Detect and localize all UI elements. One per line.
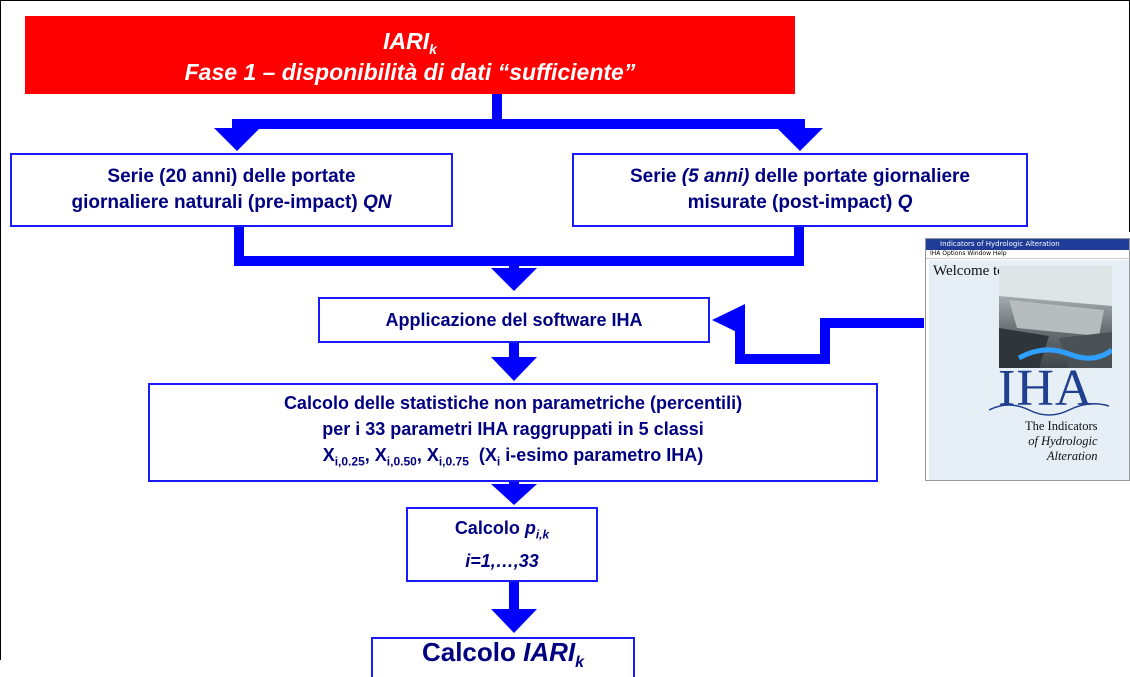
box-left-line2: giornaliere naturali (pre-impact) QN	[72, 190, 392, 216]
arrow-software-up-stem	[735, 318, 745, 364]
cover-dam-photo	[999, 266, 1114, 368]
box-left-variable: QN	[362, 192, 392, 213]
arrow-software-horizontal-top	[820, 318, 924, 328]
title-banner: IARIk Fase 1 – disponibilità di dati “su…	[25, 16, 795, 94]
cover-window-menubar: IHA Options Window Help	[926, 250, 1129, 259]
box-right-line2: misurate (post-impact) Q	[630, 190, 970, 216]
cover-wave-line	[989, 403, 1110, 416]
box-iari-variable: IARI	[523, 637, 576, 668]
box-iari-calculation: Calcolo IARIk	[371, 637, 635, 677]
stat-x-075-sub: i,0.75	[438, 454, 469, 469]
box-p-variable: p	[524, 518, 536, 539]
stat-paren-sub: i	[496, 454, 501, 469]
box-iha-label: Applicazione del software IHA	[385, 310, 643, 330]
box-iha-software: Applicazione del software IHA	[318, 297, 710, 343]
box-iari-variable-sub: k	[575, 654, 585, 672]
stat-paren-x: X	[484, 445, 497, 466]
arrow-merge-left-stem	[234, 227, 244, 262]
arrow-software-vertical	[820, 318, 830, 364]
title-subtitle: Fase 1 – disponibilità di dati “sufficie…	[184, 59, 636, 85]
box-left-line1: Serie (20 anni) delle portate	[107, 166, 356, 187]
cover-caption: The Indicators of Hydrologic Alteration	[1025, 419, 1098, 464]
dam-image	[999, 266, 1114, 368]
arrow-p-stem	[509, 582, 519, 612]
box-right-line1-italic: (5 anni)	[681, 166, 750, 187]
arrow-right-stem	[795, 119, 805, 131]
box-right-line1-pre: Serie	[630, 166, 682, 187]
box-iari-text: Calcolo IARIk	[422, 639, 584, 676]
stat-x-050-sub: i,0.50	[386, 454, 417, 469]
cover-window-titlebar: Indicators of Hydrologic Alteration	[926, 239, 1129, 250]
arrow-left-head	[214, 128, 260, 151]
box-right-variable: Q	[897, 192, 913, 213]
box-right-line1: Serie (5 anni) delle portate giornaliere	[630, 164, 970, 190]
box-percentile-statistics: Calcolo delle statistiche non parametric…	[148, 383, 878, 482]
box-p-variable-sub: i,k	[535, 527, 550, 542]
box-stats-line2: per i 33 parametri IHA raggruppati in 5 …	[322, 419, 704, 440]
cover-content: Welcome to IHA The Indicators of Hydrolo…	[929, 260, 1129, 480]
arrow-right-head	[777, 128, 823, 151]
arrow-merge-down-stem	[509, 256, 519, 272]
frame-top-border	[0, 0, 1130, 1]
box-right-line1-post: delle portate giornaliere	[749, 166, 970, 187]
box-p-line1: Calcolo pi,k	[455, 515, 549, 548]
arrow-stats-head	[491, 484, 537, 505]
box-stats-line1: Calcolo delle statistiche non parametric…	[283, 393, 743, 414]
cover-caption-line3: Alteration	[1046, 449, 1098, 463]
box-iari-label: Calcolo	[421, 637, 524, 668]
box-p-calculation: Calcolo pi,k i=1,…,33	[406, 507, 598, 582]
arrow-p-head	[491, 609, 537, 633]
arrow-left-stem	[232, 119, 242, 131]
stat-x-050: X	[374, 445, 387, 466]
arrow-title-stem	[492, 94, 502, 124]
flow-arrows	[214, 94, 924, 633]
stat-x-075: X	[426, 445, 439, 466]
cover-welcome-text: Welcome to	[933, 263, 1005, 279]
iha-software-cover: Indicators of Hydrologic Alteration IHA …	[925, 238, 1130, 481]
box-p-label: Calcolo	[454, 518, 525, 539]
frame-left-border	[0, 0, 1, 660]
arrow-software-horizontal-bottom	[735, 354, 830, 364]
arrow-merge-down-head	[491, 268, 537, 291]
title-heading: IARIk	[25, 28, 795, 62]
arrow-software-head	[712, 304, 745, 336]
cover-caption-line2: of Hydrologic	[1028, 434, 1098, 448]
arrow-title-split-bar	[232, 119, 800, 129]
box-left-line2-text: giornaliere naturali (pre-impact)	[71, 192, 363, 213]
box-natural-flow-series: Serie (20 anni) delle portate giornalier…	[10, 153, 453, 227]
box-measured-flow-series: Serie (5 anni) delle portate giornaliere…	[572, 153, 1028, 227]
stat-paren-text: i-esimo parametro IHA)	[500, 445, 704, 466]
cover-caption-line1: The Indicators	[1025, 419, 1098, 433]
stat-x-025: X	[322, 445, 335, 466]
arrow-merge-right-stem	[794, 227, 804, 262]
box-p-range: i=1,…,33	[465, 550, 539, 571]
title-name: IARI	[383, 28, 430, 54]
box-stats-line3: Xi,0.25, Xi,0.50, Xi,0.75 (Xi i-esimo pa…	[322, 445, 704, 469]
stat-x-025-sub: i,0.25	[334, 454, 365, 469]
arrow-iha-stem	[509, 343, 519, 361]
arrow-iha-head	[491, 357, 537, 381]
box-right-line2-text: misurate (post-impact)	[687, 192, 898, 213]
title-name-subscript: k	[429, 41, 437, 57]
